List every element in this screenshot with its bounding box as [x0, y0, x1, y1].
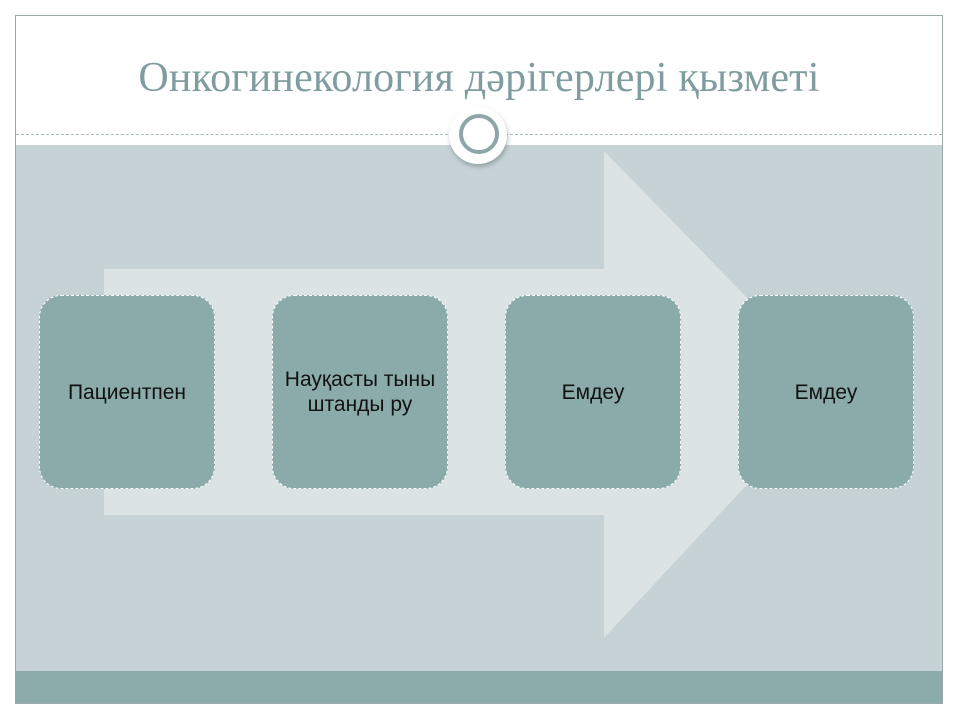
- step-box-4: Емдеу: [738, 295, 914, 489]
- step-box-3: Емдеу: [505, 295, 681, 489]
- step-label-4: Емдеу: [794, 380, 858, 404]
- footer-band: [16, 671, 942, 703]
- step-box-1: Пациентпен: [39, 295, 215, 489]
- step-box-2: Науқасты тыныштанды ру: [272, 295, 448, 489]
- step-label-3: Емдеу: [561, 380, 625, 404]
- step-label-1: Пациентпен: [67, 380, 187, 404]
- step-label-2: Науқасты тыныштанды ру: [284, 368, 436, 416]
- slide: Онкогинекология дәрігерлері қызметі Паци…: [15, 15, 943, 704]
- ring-ornament-icon: [449, 106, 507, 164]
- process-arrow-shape: [104, 151, 836, 638]
- process-arrow: [104, 151, 836, 638]
- slide-title: Онкогинекология дәрігерлері қызметі: [138, 55, 820, 101]
